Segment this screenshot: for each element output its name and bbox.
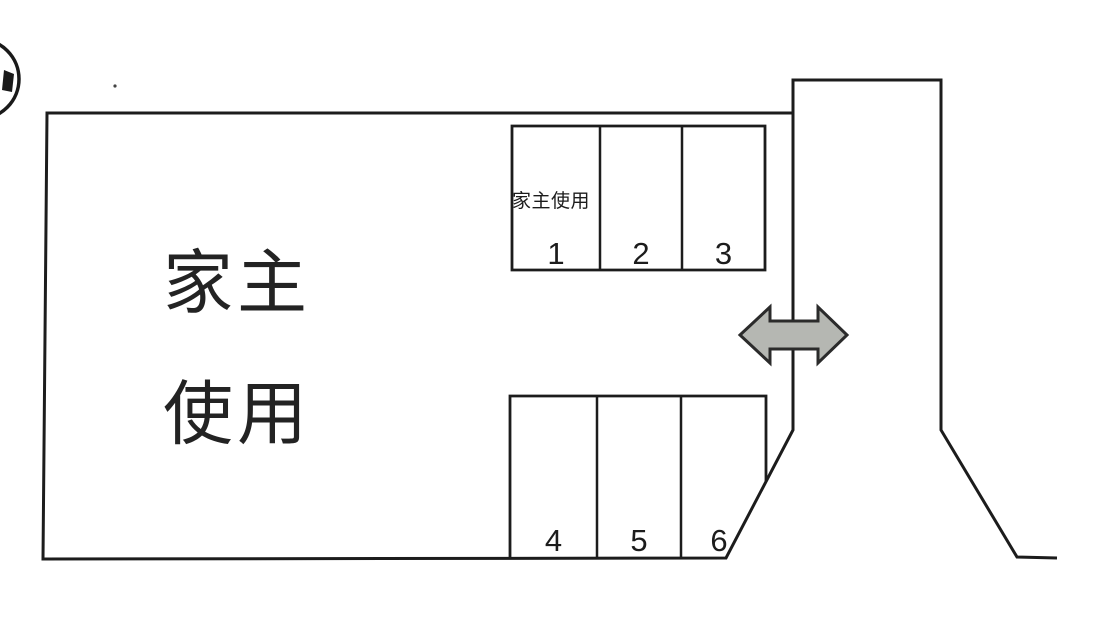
parking-block-bottom-dividers <box>595 396 683 558</box>
circular-stamp-icon <box>0 42 21 116</box>
stall-1-note: 家主使用 <box>512 191 591 212</box>
double-arrow-icon <box>737 303 850 367</box>
stall-number-2: 2 <box>632 236 650 271</box>
stall-number-3: 3 <box>714 236 733 271</box>
stall-number-4: 4 <box>544 523 563 558</box>
scan-speck <box>113 84 117 88</box>
stall-number-1: 1 <box>547 236 565 271</box>
owner-area-label: 家主 使用 <box>163 218 331 480</box>
road-outline <box>791 78 1058 560</box>
parking-block-bottom <box>508 394 768 559</box>
stall-number-5: 5 <box>630 523 648 558</box>
parking-block-top-dividers <box>598 126 684 270</box>
stamp-mark-icon <box>2 70 14 92</box>
parcel-outline <box>41 111 795 561</box>
owner-area-label-line2: 使用 <box>163 375 311 453</box>
parking-block-top <box>510 124 767 272</box>
stall-number-6: 6 <box>710 523 728 558</box>
owner-area-label-line1: 家主 <box>163 244 311 322</box>
